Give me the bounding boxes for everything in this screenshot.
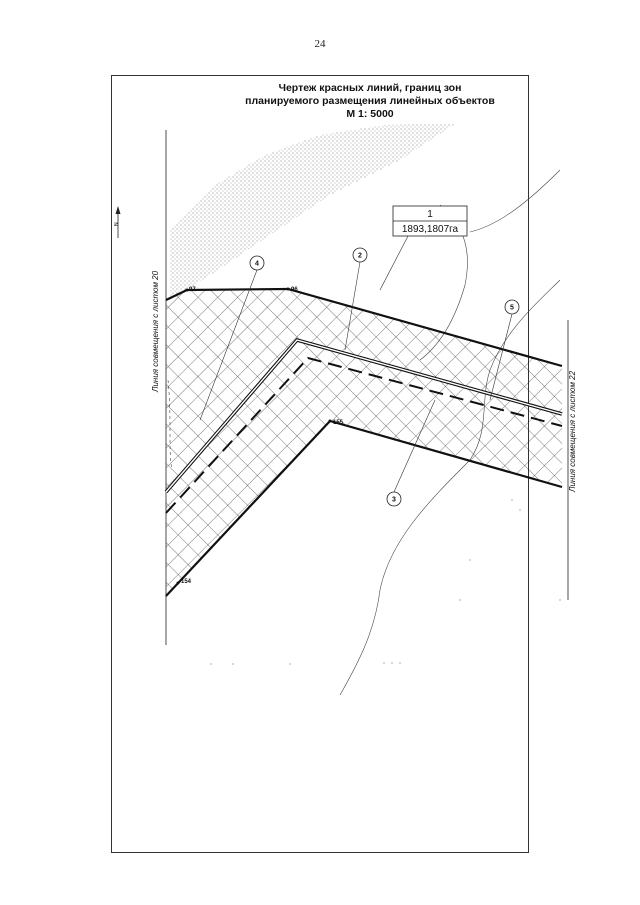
- north-arrow-icon: N: [114, 206, 121, 238]
- parcel-label-box: 1 1893,1807га: [392, 205, 468, 237]
- parcel-number: 1: [427, 209, 433, 220]
- callout-5-label: 5: [510, 305, 514, 312]
- callout-4: 4: [249, 255, 265, 271]
- callout-5: 5: [504, 299, 520, 315]
- point-96: 96: [286, 287, 298, 293]
- point-155: 155: [328, 419, 344, 426]
- callout-3-label: 3: [392, 497, 396, 504]
- point-155-label: 155: [333, 420, 344, 426]
- drawing-title-line1: Чертеж красных линий, границ зон: [279, 82, 462, 94]
- linear-object-inner: [165, 339, 563, 493]
- parcel-area: 1893,1807га: [402, 224, 459, 235]
- point-154: 154: [176, 579, 192, 585]
- drawing-scale: М 1: 5000: [346, 108, 393, 120]
- dashed-boundary: [165, 356, 563, 514]
- callout-2-label: 2: [358, 253, 362, 260]
- callout-3: 3: [386, 491, 402, 507]
- callout-2: 2: [352, 247, 368, 263]
- point-97: 97: [185, 287, 196, 293]
- callout-leaders: [199, 235, 513, 493]
- survey-dots: [210, 499, 561, 665]
- forest-area: [170, 124, 455, 300]
- left-match-line-label: Линия совмещения с листом 20: [151, 270, 160, 393]
- right-match-line-label: Линия совмещения с листом 22: [568, 370, 577, 493]
- red-line-north: [165, 287, 563, 368]
- point-97-label: 97: [189, 287, 196, 293]
- north-label: N: [114, 222, 120, 226]
- drawing-title-line2: планируемого размещения линейных объекто…: [245, 95, 495, 107]
- point-96-label: 96: [291, 287, 298, 293]
- planned-zone-hatched: [166, 289, 562, 596]
- page-number: 24: [314, 38, 326, 50]
- point-154-label: 154: [181, 579, 192, 585]
- callout-4-label: 4: [255, 261, 259, 268]
